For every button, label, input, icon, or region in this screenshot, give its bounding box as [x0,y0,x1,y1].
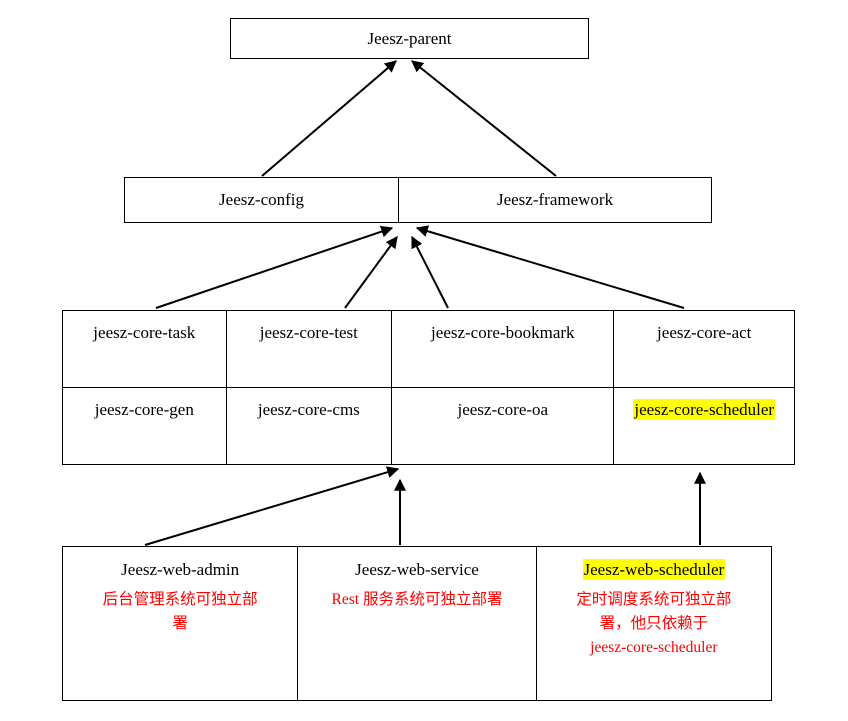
node-jeesz-core-test[interactable]: jeesz-core-test [227,311,393,387]
node-description-jeesz-web-scheduler-line-1: 定时调度系统可独立部 [576,591,732,609]
node-label-jeesz-framework: Jeesz-framework [496,190,614,210]
node-jeesz-web-service[interactable]: Jeesz-web-service Rest 服务系统可独立部署 [298,547,537,700]
core-modules-row-1: jeesz-core-task jeesz-core-test jeesz-co… [63,311,794,388]
node-jeesz-core-task[interactable]: jeesz-core-task [63,311,227,387]
node-label-jeesz-core-task: jeesz-core-task [93,323,196,342]
arrow-framework-to-parent [411,60,557,177]
arrow-core-act-to-framework [415,225,685,309]
node-jeesz-core-gen[interactable]: jeesz-core-gen [63,387,227,464]
node-jeesz-parent[interactable]: Jeesz-parent [230,18,589,59]
node-jeesz-core-oa[interactable]: jeesz-core-oa [392,387,615,464]
node-label-jeesz-core-scheduler: jeesz-core-scheduler [633,398,776,420]
node-label-jeesz-core-act: jeesz-core-act [657,323,752,342]
core-modules-row-2: jeesz-core-gen jeesz-core-cms jeesz-core… [63,387,794,465]
core-modules-grid: jeesz-core-task jeesz-core-test jeesz-co… [62,310,795,465]
arrow-core-task-to-framework [155,225,394,309]
node-jeesz-config[interactable]: Jeesz-config [125,178,400,222]
node-label-jeesz-config: Jeesz-config [219,190,305,210]
web-modules-row: Jeesz-web-admin 后台管理系统可独立部 署 Jeesz-web-s… [62,546,772,701]
node-label-jeesz-core-gen: jeesz-core-gen [94,399,194,419]
node-description-jeesz-web-admin-line-1: 后台管理系统可独立部 [102,591,258,609]
middle-module-row: Jeesz-config Jeesz-framework [124,177,712,223]
arrow-config-to-parent [261,60,397,177]
arrow-core-bookmark-to-framework [411,235,449,309]
node-description-jeesz-web-scheduler-line-3: jeesz-core-scheduler [590,639,718,657]
arrow-core-test-to-framework [344,236,398,309]
node-description-jeesz-web-service-line-1: Rest 服务系统可独立部署 [331,591,503,609]
node-label-jeesz-core-test: jeesz-core-test [259,323,358,342]
node-label-jeesz-core-cms: jeesz-core-cms [257,399,360,419]
arrow-web-admin-to-core [144,466,400,546]
node-label-jeesz-core-bookmark: jeesz-core-bookmark [431,323,575,342]
node-jeesz-core-act[interactable]: jeesz-core-act [614,311,794,387]
node-label-jeesz-core-oa: jeesz-core-oa [457,399,549,419]
node-label-jeesz-parent: Jeesz-parent [367,28,452,48]
node-jeesz-web-scheduler[interactable]: Jeesz-web-scheduler 定时调度系统可独立部 署，他只依赖于 j… [537,547,771,700]
node-jeesz-core-cms[interactable]: jeesz-core-cms [227,387,393,464]
node-label-jeesz-web-scheduler: Jeesz-web-scheduler [582,559,726,581]
node-jeesz-core-bookmark[interactable]: jeesz-core-bookmark [392,311,615,387]
node-jeesz-framework[interactable]: Jeesz-framework [399,178,711,222]
node-jeesz-web-admin[interactable]: Jeesz-web-admin 后台管理系统可独立部 署 [63,547,299,700]
node-jeesz-core-scheduler[interactable]: jeesz-core-scheduler [614,388,794,465]
node-label-jeesz-web-service: Jeesz-web-service [355,560,479,579]
node-description-jeesz-web-scheduler-line-2: 署，他只依赖于 [599,615,709,633]
node-description-jeesz-web-admin-line-2: 署 [172,615,188,633]
node-label-jeesz-web-admin: Jeesz-web-admin [121,560,240,579]
